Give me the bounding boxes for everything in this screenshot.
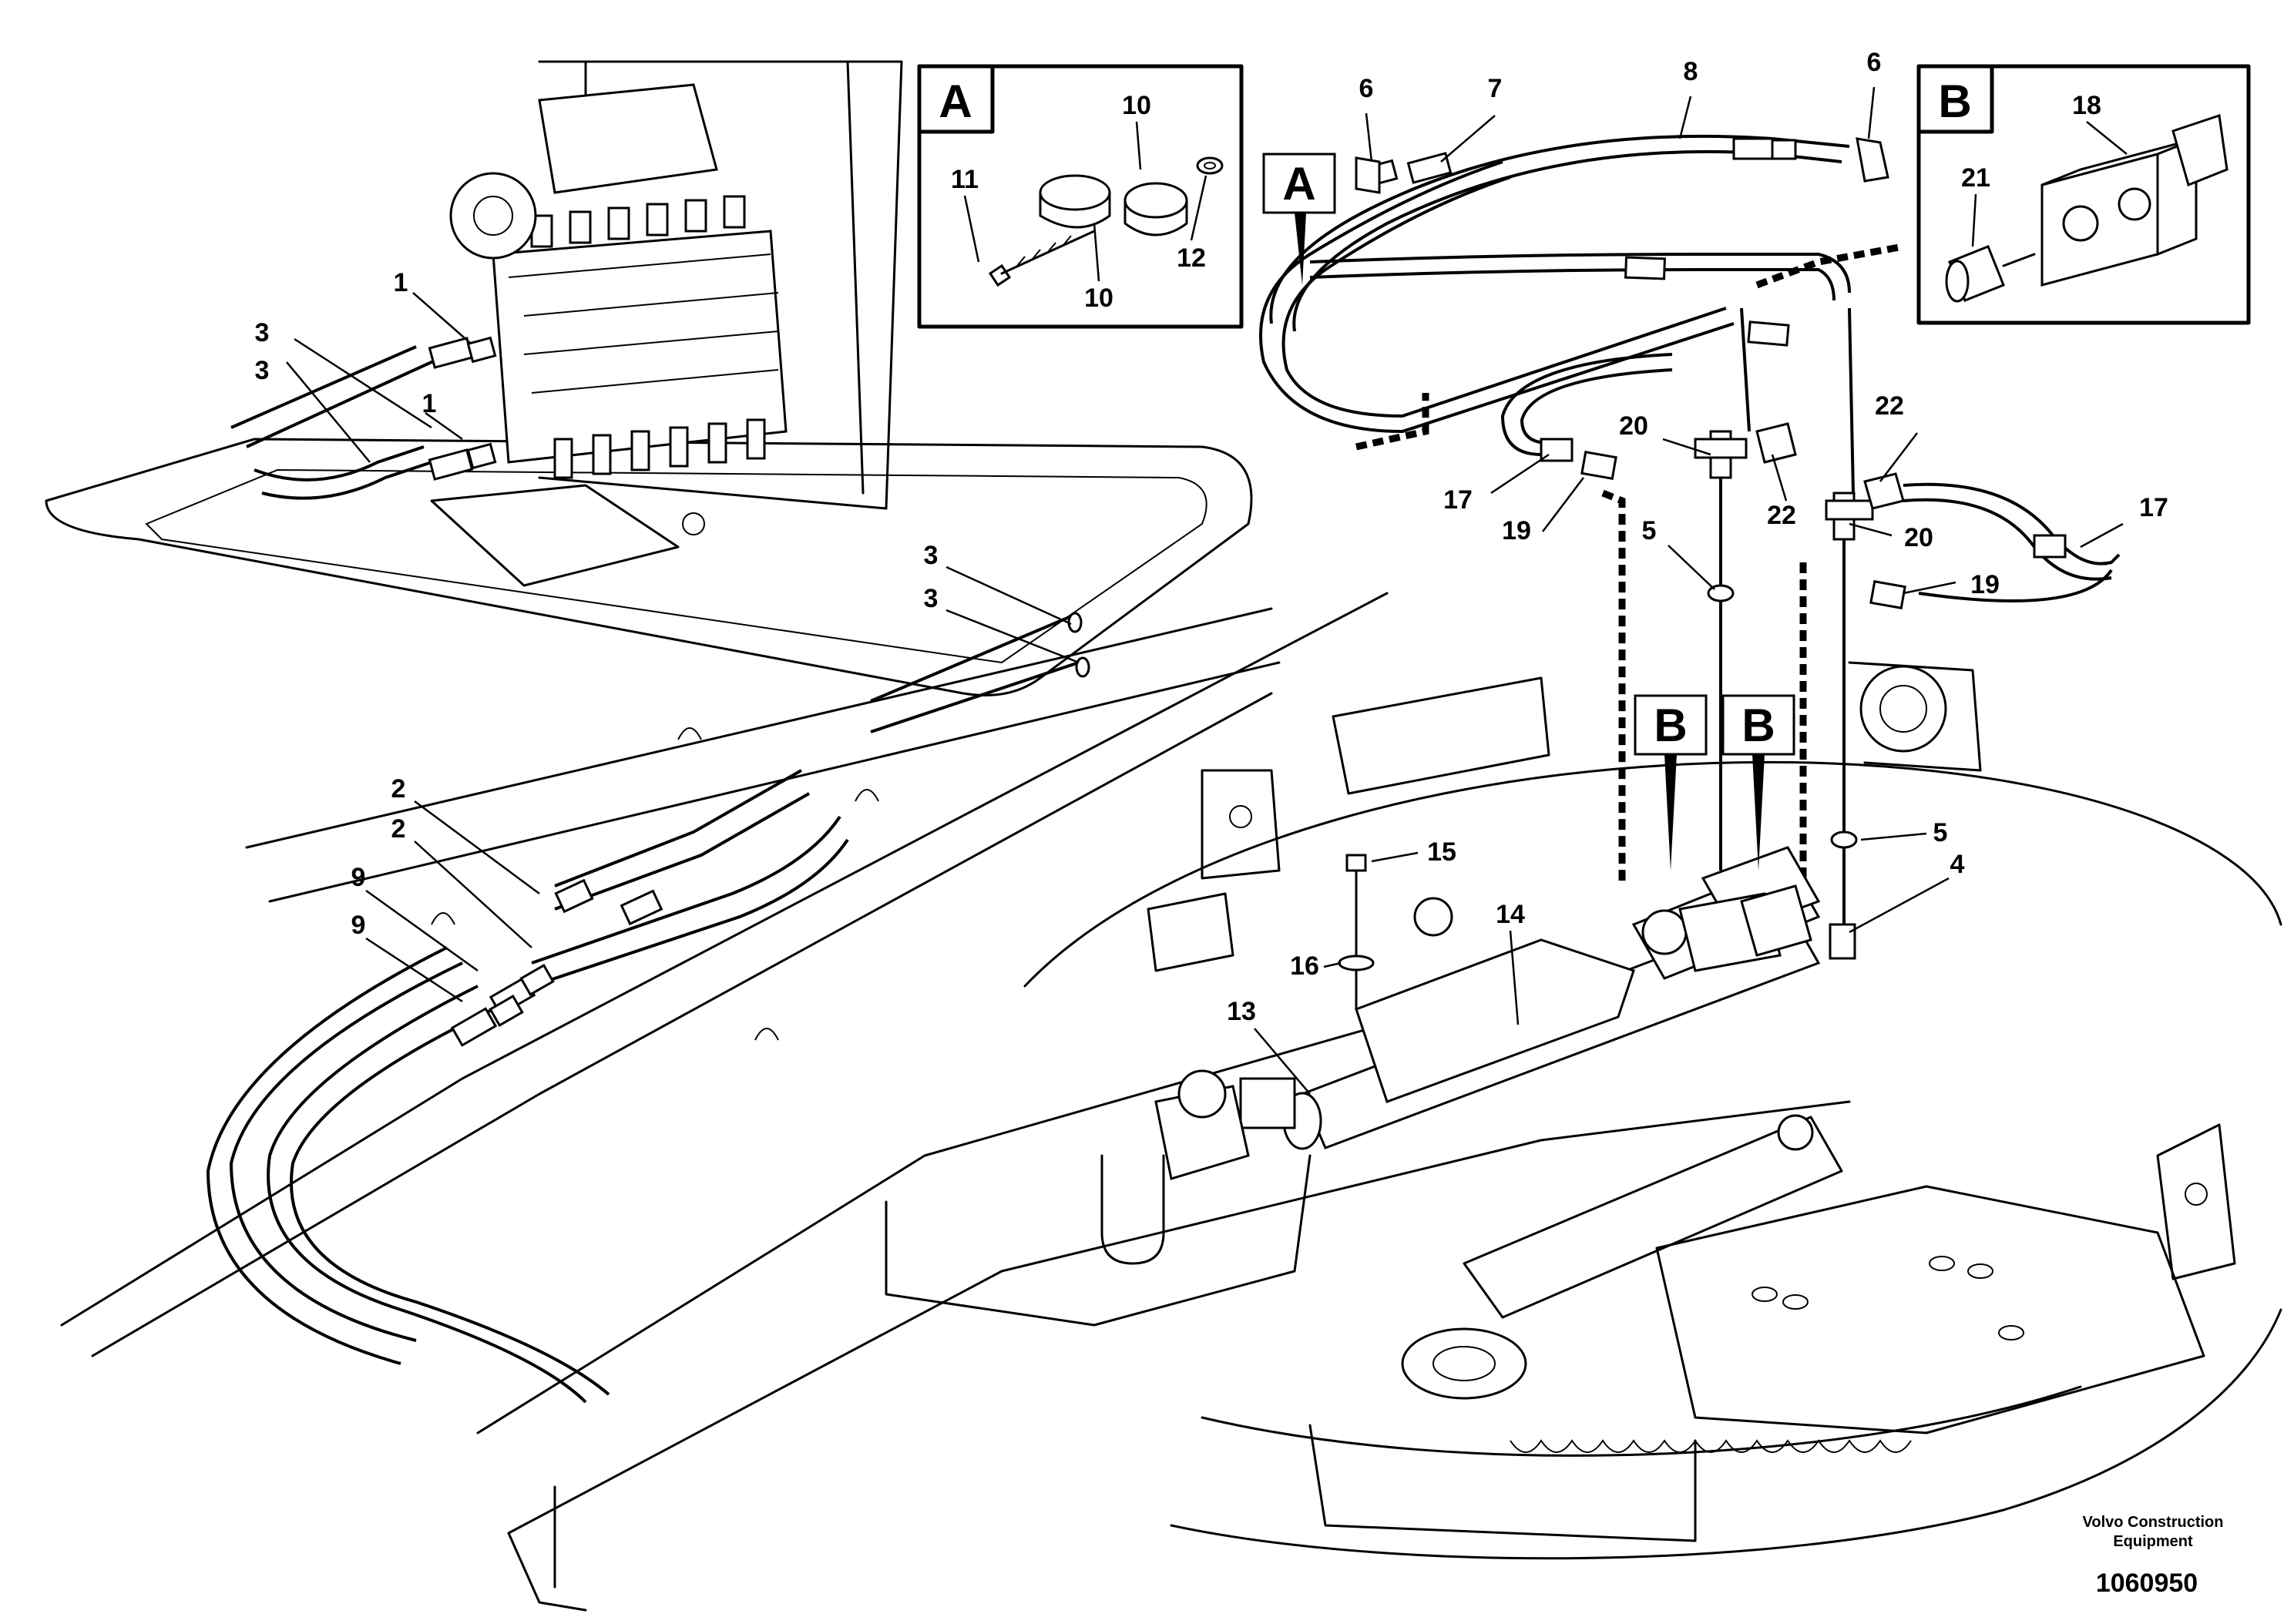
detail-a-panel: A 10 11 10 12 [917, 64, 1244, 329]
callout-7: 7 [1488, 74, 1503, 103]
detail-a-callout-12: 12 [1177, 243, 1206, 273]
callout-20-right: 20 [1904, 523, 1933, 552]
callout-5-lower: 5 [1933, 818, 1948, 847]
upper-hoses [1259, 134, 2121, 960]
cylinder-assembly [1154, 846, 1821, 1180]
tag-b2-box [1721, 694, 1795, 756]
detail-a-callout-10-bottom: 10 [1084, 284, 1113, 313]
brand-line-1: Volvo Construction [2083, 1514, 2224, 1531]
callout-13: 13 [1227, 997, 1256, 1026]
detail-b-letter: B [1938, 75, 1971, 127]
callout-20-left: 20 [1619, 411, 1648, 441]
callout-19-right: 19 [1970, 570, 2000, 599]
main-detail-tags: A B B [1262, 153, 1795, 871]
detail-a-callout-10-top: 10 [1122, 91, 1151, 120]
callout-2-a: 2 [391, 774, 406, 804]
callout-15: 15 [1427, 837, 1456, 867]
callout-9-b: 9 [351, 911, 366, 940]
callout-8: 8 [1684, 57, 1698, 86]
callout-22-left: 22 [1767, 501, 1796, 530]
callout-numbers: 1 1 3 3 3 3 2 2 9 9 6 7 8 6 22 20 17 17 … [255, 48, 2168, 1026]
callout-14: 14 [1496, 900, 1525, 929]
valve-spools [530, 195, 766, 479]
tag-b2: B [1741, 700, 1775, 751]
tag-a: A [1282, 158, 1315, 210]
dashed-hose-routes [1355, 243, 1904, 912]
hose-bundle-lower [206, 769, 849, 1404]
leader-lines [286, 86, 2124, 1095]
machine-frame [60, 60, 2282, 1612]
detail-b-callout-18: 18 [2072, 91, 2101, 120]
callout-6-left: 6 [1359, 74, 1374, 103]
control-valve-inset [45, 83, 1253, 733]
callout-22-right: 22 [1875, 391, 1904, 421]
detail-b-panel: B 18 21 [1916, 64, 2251, 325]
callout-17-left: 17 [1443, 485, 1473, 515]
callout-17-right: 17 [2139, 493, 2168, 522]
callout-3-d: 3 [924, 584, 939, 613]
detail-a-callout-11: 11 [951, 165, 979, 194]
callout-19-left: 19 [1502, 516, 1531, 545]
detail-a-letter: A [939, 75, 972, 127]
callout-9-a: 9 [351, 863, 366, 892]
callout-16: 16 [1290, 951, 1319, 981]
callout-3-b: 3 [255, 356, 270, 385]
callout-1-lower: 1 [422, 389, 437, 418]
brand-line-2: Equipment [2113, 1533, 2193, 1550]
tag-b1: B [1654, 700, 1687, 751]
callout-3-c: 3 [924, 541, 939, 570]
document-number: 1060950 [2096, 1569, 2198, 1598]
callout-3-a: 3 [255, 318, 270, 347]
footer: Volvo Construction Equipment 1060950 [2083, 1514, 2224, 1598]
callout-1-upper: 1 [394, 268, 408, 297]
callout-2-b: 2 [391, 814, 406, 844]
callout-6-right: 6 [1867, 48, 1882, 77]
callout-4: 4 [1950, 850, 1965, 879]
callout-5-upper: 5 [1642, 516, 1657, 545]
detail-b-callout-21: 21 [1961, 163, 1990, 193]
